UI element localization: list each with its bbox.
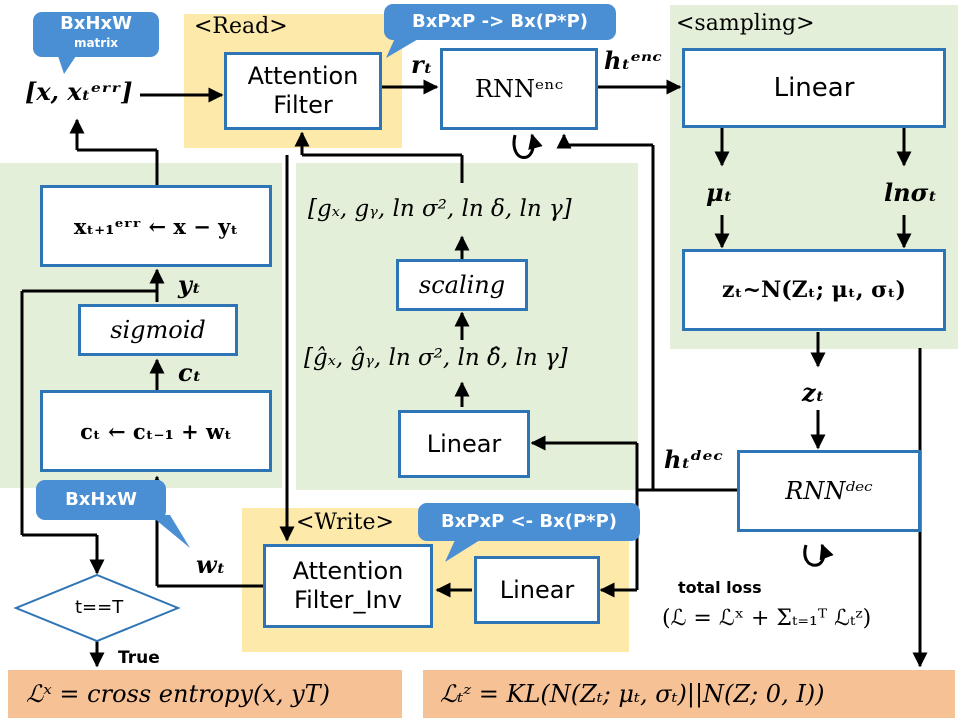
attention-filter-inv-label: Attention Filter_Inv <box>292 557 404 614</box>
h-enc-label: hₜᵉⁿᶜ <box>604 46 663 75</box>
input-shape-callout: BxHxW matrix <box>33 12 159 57</box>
decision-label: t==T <box>75 597 124 618</box>
attention-filter-inv-box: Attention Filter_Inv <box>263 544 433 628</box>
params-raw: [ĝₓ, ĝᵧ, ln σ², ln δ̂, ln γ] <box>304 345 568 371</box>
sigmoid-label: sigmoid <box>110 316 206 344</box>
attn-linear-label: Linear <box>426 430 502 458</box>
ln-sigma-t-label: lnσₜ <box>884 178 938 207</box>
z-t-label: zₜ <box>802 378 825 407</box>
mu-t-label: μₜ <box>706 178 733 207</box>
loss-z-label: ℒₜᶻ = KL(N(Zₜ; μₜ, σₜ)||N(Z; 0, I)) <box>440 680 825 708</box>
loss-x-label: ℒˣ = cross entropy(x, yT) <box>26 680 331 708</box>
read-region-label: <Read> <box>194 14 288 39</box>
sampling-linear-label: Linear <box>773 73 855 103</box>
w-shape-callout: BxHxW <box>36 480 166 520</box>
scaling-box: scaling <box>396 259 528 311</box>
write-linear-box: Linear <box>474 556 600 624</box>
input-shape-sub: matrix <box>73 36 119 50</box>
c-t-label: cₜ <box>178 358 202 387</box>
write-linear-label: Linear <box>499 576 575 604</box>
input-vector: [x, xₜᵉʳʳ] <box>25 77 133 106</box>
r-t-label: rₜ <box>411 50 433 79</box>
w-t-label: wₜ <box>196 550 226 579</box>
decision-true-label: True <box>118 648 160 668</box>
input-shape-main: BxHxW <box>60 13 132 34</box>
sigmoid-box: sigmoid <box>78 304 238 356</box>
rnn-dec-label: RNNᵈᵉᶜ <box>785 477 873 505</box>
write-shape-callout: BxPxP <- Bx(P*P) <box>418 503 640 541</box>
sampling-region-label: <sampling> <box>676 11 815 36</box>
scaling-label: scaling <box>418 271 506 299</box>
write-region-label: <Write> <box>296 510 394 535</box>
attn-linear-box: Linear <box>398 410 530 478</box>
loss-x-region <box>8 670 402 718</box>
h-dec-label: hₜᵈᵉᶜ <box>664 445 724 474</box>
read-shape-callout: BxPxP -> Bx(P*P) <box>384 4 616 40</box>
err-update-box: xₜ₊₁ᵉʳʳ ← x − yₜ <box>40 185 272 267</box>
attention-filter-box: Attention Filter <box>224 52 382 130</box>
z-sample-box: zₜ~N(Zₜ; μₜ, σₜ) <box>682 249 946 331</box>
z-sample-label: zₜ~N(Zₜ; μₜ, σₜ) <box>722 277 906 303</box>
attention-filter-label: Attention Filter <box>247 62 359 119</box>
total-loss-formula: (ℒ = ℒˣ + Σₜ₌₁ᵀ ℒₜᶻ) <box>662 606 872 631</box>
y-t-label: yₜ <box>178 270 201 299</box>
loss-z-region <box>423 670 955 718</box>
c-update-label: cₜ ← cₜ₋₁ + wₜ <box>80 418 232 444</box>
params-scaled: [gₓ, gᵧ, ln σ², ln δ, ln γ] <box>308 196 572 222</box>
err-update-label: xₜ₊₁ᵉʳʳ ← x − yₜ <box>73 213 239 239</box>
c-update-box: cₜ ← cₜ₋₁ + wₜ <box>40 390 272 472</box>
rnn-enc-label: RNNᵉⁿᶜ <box>474 75 564 103</box>
rnn-dec-box: RNNᵈᵉᶜ <box>737 450 921 532</box>
sampling-linear-box: Linear <box>682 48 946 128</box>
decision-diamond <box>13 573 181 643</box>
rnn-enc-box: RNNᵉⁿᶜ <box>440 48 598 130</box>
total-loss-label: total loss <box>678 578 762 597</box>
